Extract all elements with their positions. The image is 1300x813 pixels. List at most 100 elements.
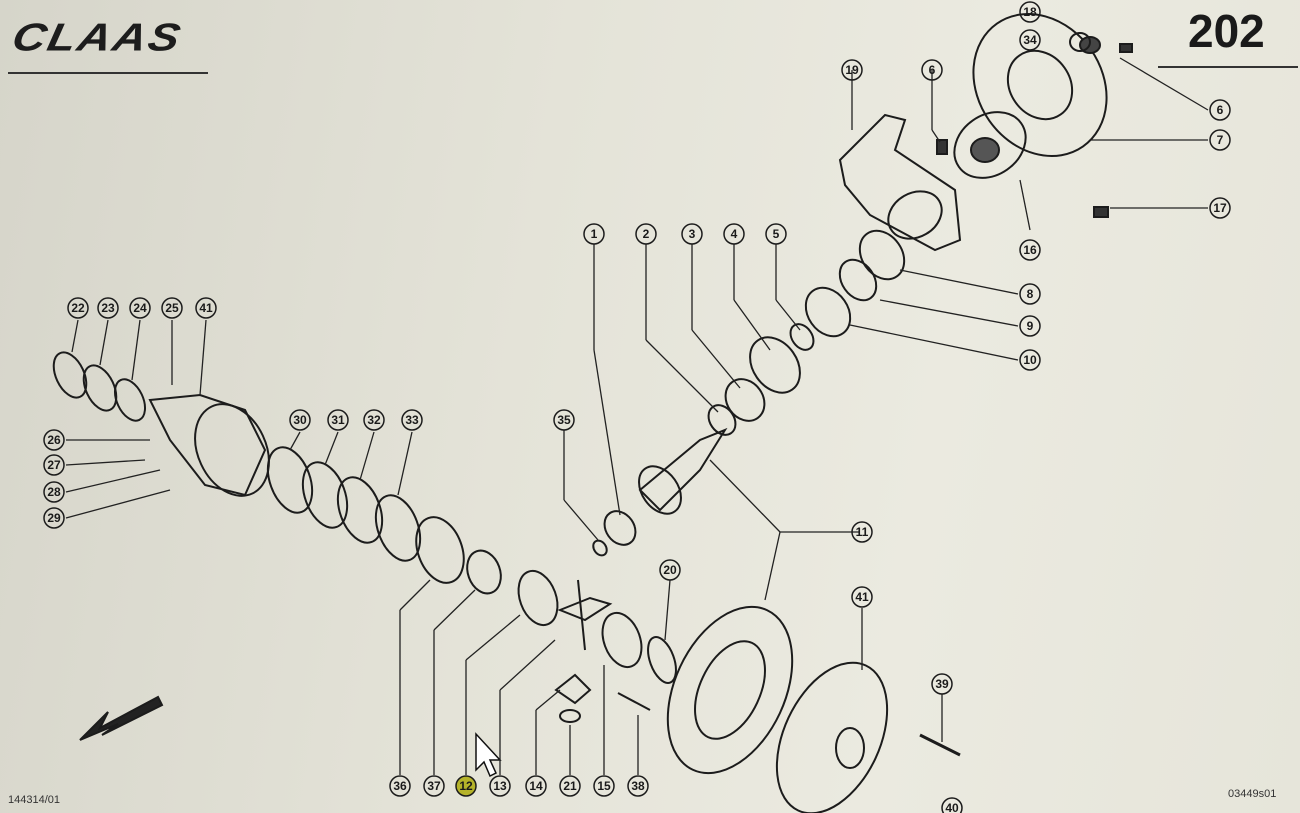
callout-label[interactable]: 5 <box>773 227 780 241</box>
callout-circle[interactable] <box>289 409 311 431</box>
callout-circle[interactable] <box>841 59 863 81</box>
callout-23[interactable]: 23 <box>97 297 119 319</box>
callout-20[interactable]: 20 <box>659 559 681 581</box>
callout-3[interactable]: 3 <box>681 223 703 245</box>
callout-label[interactable]: 32 <box>367 413 381 427</box>
callout-circle[interactable] <box>635 223 657 245</box>
callout-label[interactable]: 6 <box>1217 103 1224 117</box>
callout-39[interactable]: 39 <box>931 673 953 695</box>
callout-29[interactable]: 29 <box>43 507 65 529</box>
callout-label[interactable]: 4 <box>731 227 738 241</box>
callout-22[interactable]: 22 <box>67 297 89 319</box>
callout-label[interactable]: 38 <box>631 779 645 793</box>
callout-circle[interactable] <box>723 223 745 245</box>
callout-circle[interactable] <box>1019 315 1041 337</box>
callout-circle[interactable] <box>1209 197 1231 219</box>
callout-label[interactable]: 3 <box>689 227 696 241</box>
callout-13[interactable]: 13 <box>489 775 511 797</box>
callout-circle[interactable] <box>1019 283 1041 305</box>
callout-label[interactable]: 18 <box>1023 5 1037 19</box>
callout-circle[interactable] <box>559 775 581 797</box>
callout-circle[interactable] <box>129 297 151 319</box>
callout-40[interactable]: 40 <box>941 797 963 813</box>
callout-label[interactable]: 24 <box>133 301 147 315</box>
callout-label[interactable]: 33 <box>405 413 419 427</box>
callout-6[interactable]: 6 <box>921 59 943 81</box>
callout-circle[interactable] <box>627 775 649 797</box>
callout-label[interactable]: 14 <box>529 779 543 793</box>
callout-circle[interactable] <box>765 223 787 245</box>
callout-label[interactable]: 22 <box>71 301 85 315</box>
callout-label[interactable]: 31 <box>331 413 345 427</box>
callout-label[interactable]: 39 <box>935 677 949 691</box>
callout-label[interactable]: 27 <box>47 458 61 472</box>
callout-circle[interactable] <box>161 297 183 319</box>
callout-label[interactable]: 36 <box>393 779 407 793</box>
callout-label[interactable]: 37 <box>427 779 441 793</box>
callout-circle[interactable] <box>401 409 423 431</box>
callout-label[interactable]: 26 <box>47 433 61 447</box>
callout-4[interactable]: 4 <box>723 223 745 245</box>
callout-circle[interactable] <box>67 297 89 319</box>
callout-33[interactable]: 33 <box>401 409 423 431</box>
callout-11[interactable]: 11 <box>851 521 873 543</box>
callout-19[interactable]: 19 <box>841 59 863 81</box>
callout-18[interactable]: 18 <box>1019 1 1041 23</box>
callout-circle[interactable] <box>583 223 605 245</box>
callout-21[interactable]: 21 <box>559 775 581 797</box>
callout-circle[interactable] <box>593 775 615 797</box>
callout-circle[interactable] <box>327 409 349 431</box>
callout-label[interactable]: 1 <box>591 227 598 241</box>
callout-label[interactable]: 19 <box>845 63 859 77</box>
callout-label[interactable]: 9 <box>1027 319 1034 333</box>
callout-circle[interactable] <box>43 507 65 529</box>
callout-label[interactable]: 13 <box>493 779 507 793</box>
callout-circle[interactable] <box>1209 99 1231 121</box>
callout-circle[interactable] <box>1019 29 1041 51</box>
callout-circle[interactable] <box>659 559 681 581</box>
callout-circle[interactable] <box>455 775 477 797</box>
callout-34[interactable]: 34 <box>1019 29 1041 51</box>
callout-6[interactable]: 6 <box>1209 99 1231 121</box>
callout-41[interactable]: 41 <box>195 297 217 319</box>
callout-32[interactable]: 32 <box>363 409 385 431</box>
callout-38[interactable]: 38 <box>627 775 649 797</box>
callout-30[interactable]: 30 <box>289 409 311 431</box>
callout-label[interactable]: 41 <box>855 590 869 604</box>
callout-label[interactable]: 25 <box>165 301 179 315</box>
callout-circle[interactable] <box>525 775 547 797</box>
callout-25[interactable]: 25 <box>161 297 183 319</box>
callout-circle[interactable] <box>921 59 943 81</box>
callout-circle[interactable] <box>43 481 65 503</box>
callout-1[interactable]: 1 <box>583 223 605 245</box>
callout-circle[interactable] <box>195 297 217 319</box>
callout-9[interactable]: 9 <box>1019 315 1041 337</box>
callout-label[interactable]: 40 <box>945 801 959 813</box>
callout-label[interactable]: 23 <box>101 301 115 315</box>
callout-label[interactable]: 16 <box>1023 243 1037 257</box>
callout-circle[interactable] <box>1209 129 1231 151</box>
callout-31[interactable]: 31 <box>327 409 349 431</box>
callout-label[interactable]: 28 <box>47 485 61 499</box>
callout-circle[interactable] <box>851 521 873 543</box>
callout-circle[interactable] <box>389 775 411 797</box>
callout-circle[interactable] <box>43 454 65 476</box>
callout-circle[interactable] <box>941 797 963 813</box>
callout-label[interactable]: 11 <box>856 525 869 539</box>
callout-label[interactable]: 34 <box>1023 33 1037 47</box>
callout-circle[interactable] <box>931 673 953 695</box>
callout-circle[interactable] <box>1019 349 1041 371</box>
callout-label[interactable]: 6 <box>929 63 936 77</box>
callout-16[interactable]: 16 <box>1019 239 1041 261</box>
callout-circle[interactable] <box>43 429 65 451</box>
callout-circle[interactable] <box>553 409 575 431</box>
callout-5[interactable]: 5 <box>765 223 787 245</box>
callout-24[interactable]: 24 <box>129 297 151 319</box>
callout-circle[interactable] <box>489 775 511 797</box>
callout-label[interactable]: 41 <box>199 301 213 315</box>
callout-8[interactable]: 8 <box>1019 283 1041 305</box>
callout-27[interactable]: 27 <box>43 454 65 476</box>
callout-10[interactable]: 10 <box>1019 349 1041 371</box>
callout-label[interactable]: 29 <box>47 511 61 525</box>
callout-28[interactable]: 28 <box>43 481 65 503</box>
